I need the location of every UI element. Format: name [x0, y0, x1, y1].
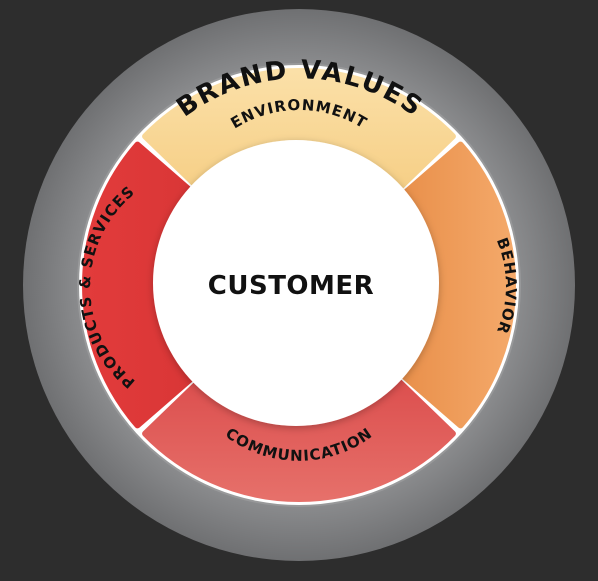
center-circle — [153, 140, 439, 426]
center-label: CUSTOMER — [208, 271, 374, 301]
segments-group — [82, 68, 516, 502]
